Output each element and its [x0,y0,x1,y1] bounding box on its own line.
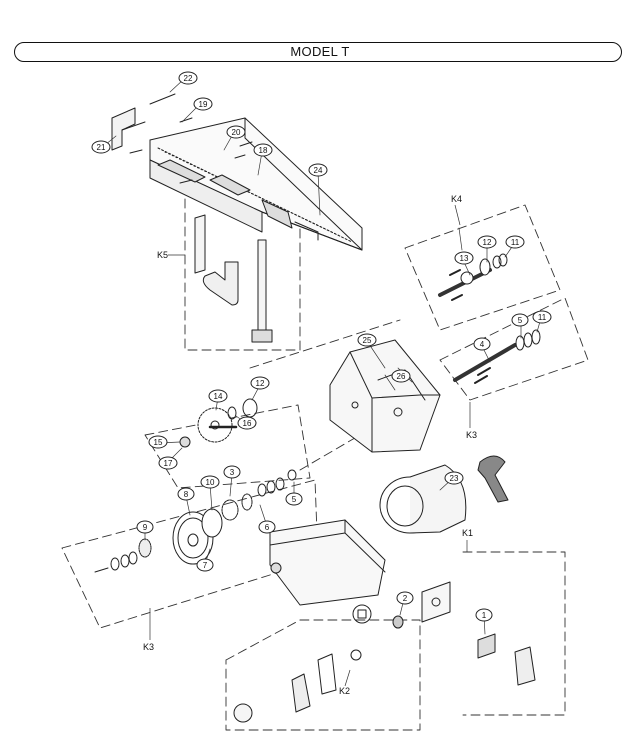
callout-26: 26 [391,369,411,383]
callout-23: 23 [444,471,464,485]
kit-label-k4: K4 [451,194,462,204]
k4-boundary [404,204,561,331]
svg-text:10: 10 [206,478,215,487]
callout-11: 11 [505,235,525,249]
svg-text:24: 24 [314,166,323,175]
svg-text:21: 21 [97,143,106,152]
k3-upper-shaft [453,329,541,384]
bracket-21 [111,107,146,151]
svg-text:6: 6 [265,523,270,532]
base-housing [269,519,386,624]
callout-2: 2 [396,591,414,605]
k1-parts [392,581,536,686]
svg-text:16: 16 [243,419,252,428]
k2-boundary [225,619,421,731]
callout-12b: 12 [250,376,270,390]
svg-text:8: 8 [184,490,189,499]
svg-text:23: 23 [450,474,459,483]
svg-text:14: 14 [214,392,223,401]
svg-text:2: 2 [403,594,408,603]
svg-text:17: 17 [164,459,173,468]
svg-text:20: 20 [232,128,241,137]
callout-25: 25 [357,333,377,347]
callout-15: 15 [148,435,168,449]
svg-text:18: 18 [259,146,268,155]
callout-22: 22 [178,71,198,85]
svg-text:1: 1 [482,611,487,620]
svg-text:19: 19 [199,100,208,109]
callout-20: 20 [226,125,246,139]
svg-text:13: 13 [460,254,469,263]
svg-text:25: 25 [363,336,372,345]
kit-label-k5: K5 [157,250,168,260]
model-title: MODEL T [290,44,350,59]
callout-13: 13 [454,251,474,265]
kit-label-k3-lower: K3 [143,642,154,652]
rail-assembly [149,117,363,251]
callout-4: 4 [473,337,491,351]
k-upper-link [249,319,401,369]
callout-12: 12 [477,235,497,249]
k2-parts [233,649,362,723]
callout-9: 9 [136,520,154,534]
svg-text:3: 3 [230,468,235,477]
callout-18: 18 [253,143,273,157]
callout-7: 7 [196,558,214,572]
svg-text:7: 7 [203,561,208,570]
svg-text:9: 9 [143,523,148,532]
callout-5: 5 [511,313,529,327]
svg-text:5: 5 [518,316,523,325]
callout-5b: 5 [285,492,303,506]
model-banner [14,42,622,62]
callout-3: 3 [223,465,241,479]
svg-text:5: 5 [292,495,297,504]
lower-drive-assembly [94,469,297,573]
callout-11b: 11 [532,310,552,324]
svg-text:12: 12 [256,379,265,388]
svg-text:11: 11 [538,313,547,322]
kit-label-k1: K1 [462,528,473,538]
svg-text:22: 22 [184,74,193,83]
callout-17: 17 [158,456,178,470]
callout-19: 19 [193,97,213,111]
k-mid-link [299,434,361,471]
callout-21: 21 [91,140,111,154]
kit-gear-boundary [144,404,311,489]
callout-14: 14 [208,389,228,403]
kit-label-k3-upper: K3 [466,430,477,440]
gear-cluster [179,398,258,448]
callout-6: 6 [258,520,276,534]
kit-label-k2: K2 [339,686,350,696]
svg-text:4: 4 [480,340,485,349]
svg-text:12: 12 [483,238,492,247]
callout-1: 1 [475,608,493,622]
svg-text:26: 26 [397,372,406,381]
callout-10: 10 [200,475,220,489]
svg-text:11: 11 [511,238,520,247]
callout-24: 24 [308,163,328,177]
callout-16: 16 [237,416,257,430]
rail-fasteners [129,93,253,184]
svg-text:15: 15 [154,438,163,447]
k5-parts [194,214,273,343]
chassis-bracket [329,339,441,453]
callout-8: 8 [177,487,195,501]
k1-boundary [462,551,566,716]
